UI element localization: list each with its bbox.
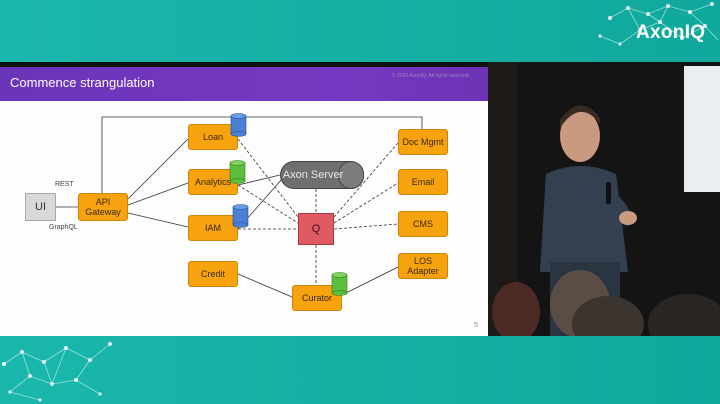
graphql-label: GraphQL <box>49 224 78 231</box>
axon-server-node: Axon Server <box>280 161 364 189</box>
email-node: Email <box>398 169 448 195</box>
iam-node: IAM <box>188 215 238 241</box>
top-banner: AxonIQ <box>0 0 720 62</box>
doc-mgmt-node: Doc Mgmt <box>398 129 448 155</box>
brand-logo: AxonIQ <box>636 22 706 43</box>
slide-header: Commence strangulation © 2020 AxonIQ. Al… <box>0 67 488 101</box>
loan-node: Loan <box>188 124 238 150</box>
los-adapter-node: LOS Adapter <box>398 253 448 279</box>
network-pattern-icon <box>2 342 112 402</box>
ui-node: UI <box>25 193 56 221</box>
network-pattern-icon <box>598 2 719 46</box>
cms-node: CMS <box>398 211 448 237</box>
slide-page-number: 5 <box>474 322 478 329</box>
speaker-photo <box>488 62 720 336</box>
diagram-connectors <box>56 116 423 298</box>
slide-copyright: © 2020 AxonIQ. All rights reserved. <box>392 73 470 79</box>
presentation-slide: Commence strangulation © 2020 AxonIQ. Al… <box>0 67 488 337</box>
axon-server-label: Axon Server <box>282 169 344 181</box>
curator-node: Curator <box>292 285 342 311</box>
rest-label: REST <box>55 181 74 188</box>
slide-title: Commence strangulation <box>10 75 155 90</box>
cylinder-cap-icon <box>338 161 364 189</box>
analytics-node: Analytics <box>188 169 238 195</box>
credit-node: Credit <box>188 261 238 287</box>
bottom-banner <box>0 336 720 404</box>
q-node: Q <box>298 213 334 245</box>
api-gateway-node: API Gateway <box>78 193 128 221</box>
